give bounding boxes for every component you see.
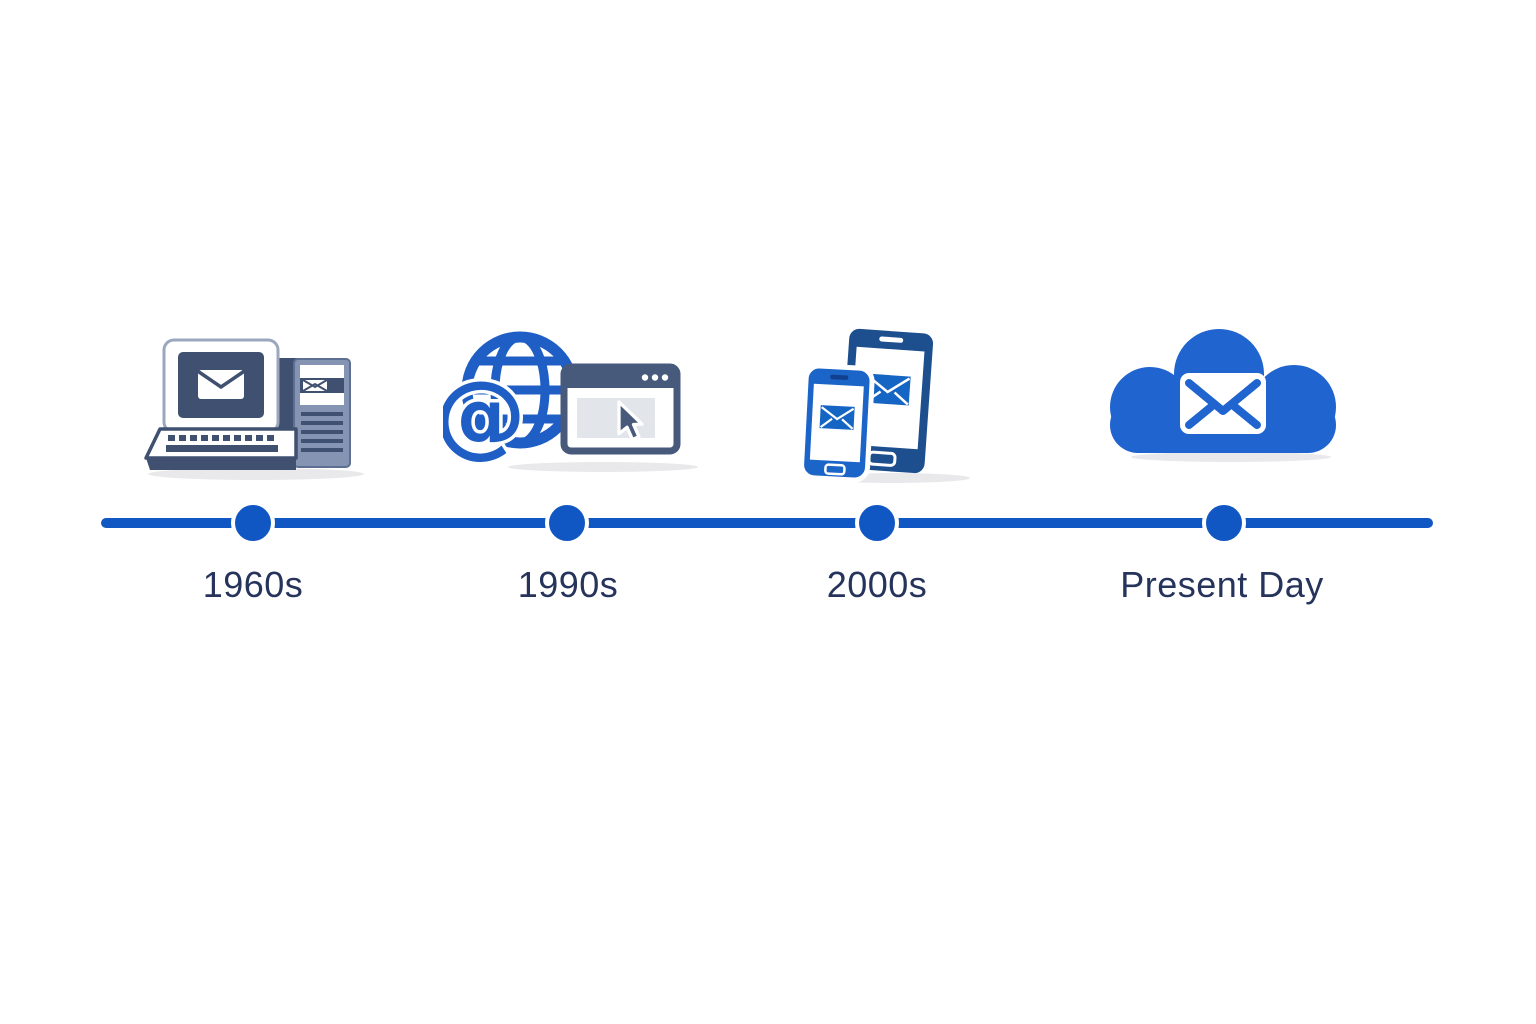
era-label-1990s: 1990s [517, 564, 619, 605]
globe-at-symbol-browser-icon: @ [443, 324, 713, 476]
timeline-track [101, 518, 1433, 528]
era-label-present-day: Present Day [1120, 564, 1324, 605]
cloud-email-svg [1110, 329, 1336, 462]
timeline-dot-2000s [855, 501, 899, 545]
smartphones-email-icon [792, 325, 982, 485]
timeline-dot-1990s [545, 501, 589, 545]
vintage-computer-email-svg [144, 338, 364, 480]
era-label-1960s: 1960s [202, 564, 304, 605]
cursor-arrow-icon [617, 400, 644, 442]
at-symbol-glyph: @ [443, 361, 526, 468]
globe-at-symbol-browser-svg: @ [443, 331, 698, 472]
timeline-dot-1960s [231, 501, 275, 545]
vintage-computer-email-icon [136, 332, 376, 482]
front-phone [799, 363, 875, 483]
cloud-email-icon [1106, 325, 1341, 465]
smartphones-email-svg [799, 328, 970, 483]
timeline-dot-present-day [1202, 501, 1246, 545]
era-label-2000s: 2000s [826, 564, 928, 605]
